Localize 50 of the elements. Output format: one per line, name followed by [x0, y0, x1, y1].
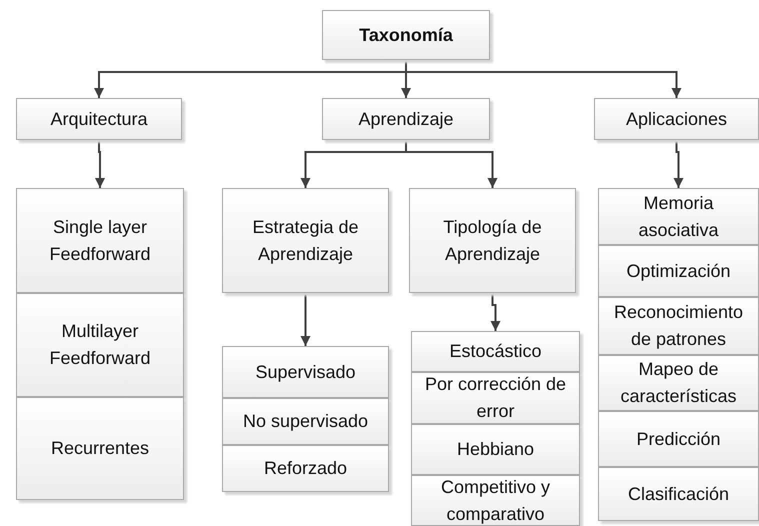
- category-box: [411, 372, 580, 424]
- category-box: [222, 398, 389, 445]
- node-label: Reforzado: [262, 457, 348, 480]
- node-label: Taxonomía: [358, 24, 454, 46]
- category-box: [16, 98, 182, 140]
- category-box: [16, 293, 184, 397]
- node-label: Recurrentes: [50, 437, 150, 460]
- node-label: Predicción: [635, 428, 722, 450]
- node-label: Clasificación: [626, 482, 730, 506]
- node-label: Aprendizaje: [357, 108, 455, 131]
- category-box: [411, 331, 580, 372]
- node-label: Single layer Feedforward: [48, 216, 152, 266]
- arrow: [95, 140, 105, 188]
- node-label: Hebbiano: [456, 438, 536, 461]
- category-box: [598, 245, 759, 297]
- node-label: Por corrección de error: [424, 373, 568, 423]
- category-box: [598, 355, 759, 411]
- node-label: No supervisado: [242, 410, 370, 433]
- node-label: Estocástico: [448, 340, 543, 363]
- category-box: [598, 411, 759, 467]
- category-box: [222, 346, 389, 398]
- node-label: Estrategia de Aprendizaje: [251, 216, 360, 266]
- node-label: Supervisado: [254, 360, 357, 384]
- node-label: Optimización: [625, 260, 732, 283]
- arrow: [300, 293, 310, 346]
- category-box: [598, 467, 759, 521]
- category-box: [322, 98, 490, 140]
- category-box: [411, 475, 580, 526]
- node-label: Mapeo de características: [619, 358, 738, 408]
- category-box: [598, 188, 759, 245]
- node-label: Tipología de Aprendizaje: [442, 216, 543, 266]
- arrow: [405, 140, 498, 188]
- node-label: Memoria asociativa: [637, 192, 720, 242]
- category-box: [598, 297, 759, 355]
- title-box: [322, 10, 490, 60]
- category-box: [16, 397, 184, 500]
- arrow: [490, 293, 500, 331]
- arrow: [405, 60, 682, 98]
- node-label: Reconocimiento de patrones: [612, 301, 744, 351]
- category-box: [409, 188, 576, 293]
- node-label: Arquitectura: [49, 108, 149, 131]
- category-box: [222, 188, 389, 293]
- category-box: [16, 188, 184, 293]
- category-box: [411, 424, 580, 475]
- category-box: [594, 98, 759, 140]
- node-label: Aplicaciones: [624, 108, 728, 131]
- node-label: Multilayer Feedforward: [48, 320, 152, 370]
- arrow: [674, 140, 684, 188]
- category-box: [222, 445, 389, 492]
- node-label: Competitivo y comparativo: [440, 476, 552, 526]
